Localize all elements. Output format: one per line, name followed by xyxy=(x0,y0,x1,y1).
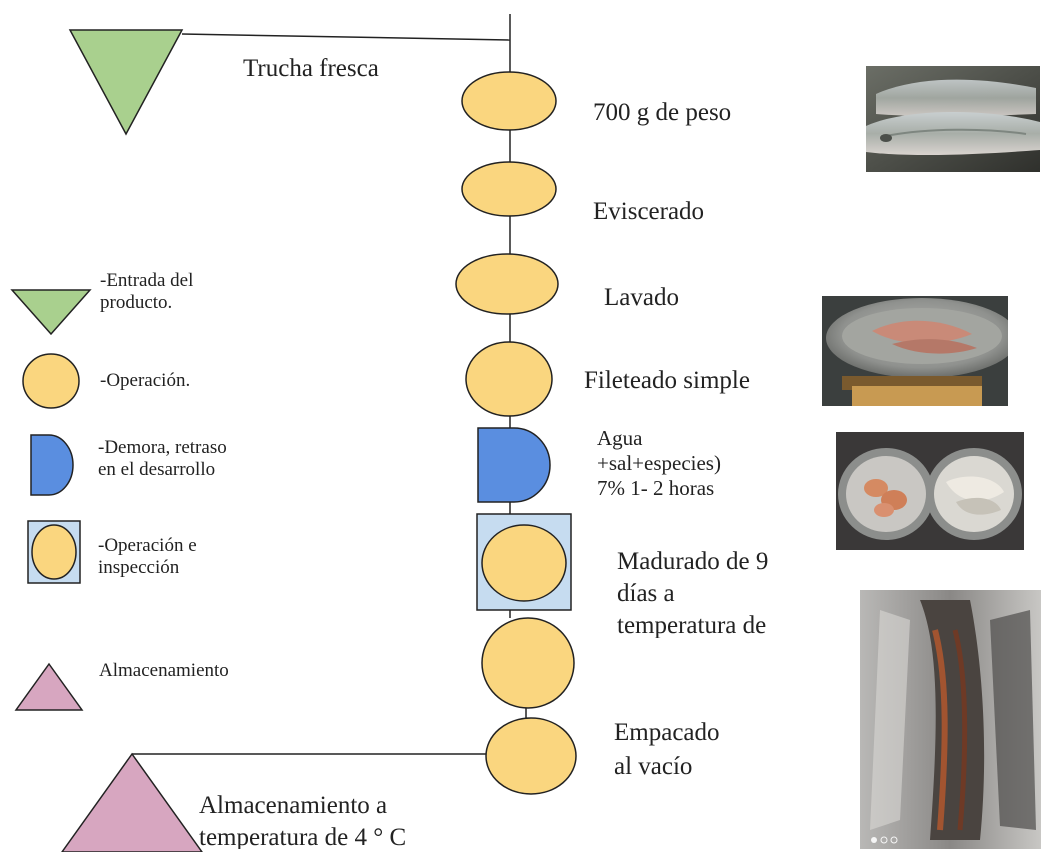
trout-fillets-in-bowl-photo xyxy=(822,296,1008,406)
operation-circle-ripening xyxy=(481,617,575,709)
operation-circle-packing xyxy=(485,717,577,795)
legend-storage-triangle xyxy=(14,662,84,711)
step-washing-label: Lavado xyxy=(604,284,679,311)
operation-circle-weighing xyxy=(461,71,557,131)
vacuum-packed-fish-photo xyxy=(860,590,1041,849)
legend-operation-circle xyxy=(22,353,80,409)
storage-label: Almacenamiento a temperatura de 4 ° C xyxy=(199,790,406,849)
legend-inspection-square xyxy=(27,520,81,584)
storage-triangle xyxy=(61,752,203,852)
brine-bowls-photo xyxy=(836,432,1024,550)
legend-storage-label: Almacenamiento xyxy=(99,660,229,681)
legend-delay-label: -Demora, retraso en el desarrollo xyxy=(98,437,227,481)
delay-label-line1: Agua xyxy=(597,426,643,450)
delay-label-line2: +sal+especies) xyxy=(597,451,721,476)
legend-delay-line2: en el desarrollo xyxy=(98,458,216,480)
step-gutting-label: Eviscerado xyxy=(593,198,705,225)
legend-delay-d-shape xyxy=(30,434,74,496)
packing-label-line1: Empacado xyxy=(614,719,720,746)
legend-operation-label: -Operación. xyxy=(100,370,191,391)
step-filleting-label: Fileteado simple xyxy=(584,367,750,394)
inspection-square-with-circle xyxy=(476,513,572,611)
legend-inspection-line2: inspección xyxy=(98,556,180,578)
legend-inspection-line1: -Operación e xyxy=(98,535,197,556)
inspection-label-line1: Madurado de 9 xyxy=(617,548,769,575)
whole-trout-photo xyxy=(866,66,1040,172)
operation-circle-washing xyxy=(455,253,559,315)
packing-label-line2: al vacío xyxy=(614,753,693,780)
inspection-label-line3: temperatura de xyxy=(617,612,767,638)
packing-label: Empacado al vacío xyxy=(614,716,720,784)
legend-entry-label: -Entrada del producto. xyxy=(100,270,193,314)
operation-circle-filleting xyxy=(465,341,553,417)
legend-entry-triangle xyxy=(10,289,92,336)
entry-triangle xyxy=(68,29,184,136)
delay-d-shape xyxy=(477,427,551,503)
inspection-label-line2: días a xyxy=(617,580,675,607)
inspection-label: Madurado de 9 días a temperatura de xyxy=(617,546,768,638)
storage-label-line1: Almacenamiento a xyxy=(199,792,388,819)
storage-label-line2: temperatura de 4 ° C xyxy=(199,824,407,849)
legend-entry-line2: producto. xyxy=(100,291,173,313)
step-weight-label: 700 g de peso xyxy=(593,99,732,126)
legend-delay-line1: -Demora, retraso xyxy=(98,437,227,458)
entry-label: Trucha fresca xyxy=(243,55,379,82)
delay-label: Agua +sal+especies) 7% 1- 2 horas xyxy=(597,426,721,502)
delay-label-line3: 7% 1- 2 horas xyxy=(597,476,715,501)
legend-entry-line1: -Entrada del xyxy=(100,270,194,291)
legend-inspection-label: -Operación e inspección xyxy=(98,535,197,579)
operation-circle-gutting xyxy=(461,161,557,217)
